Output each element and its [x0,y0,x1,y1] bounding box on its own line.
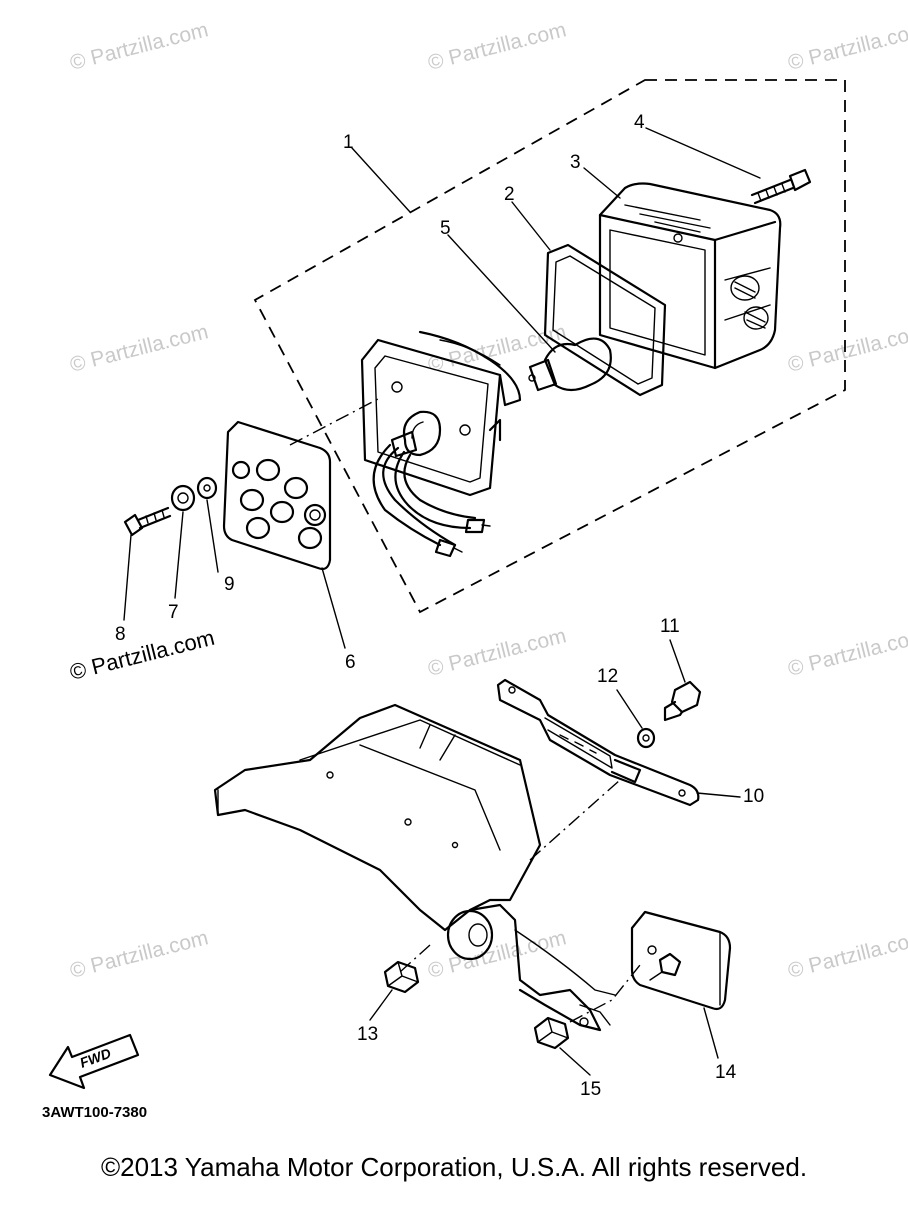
callout-15: 15 [580,1079,601,1100]
part-8-bolt [123,506,172,537]
fwd-arrow-icon: FWD [48,1033,140,1090]
part-6-cushion [222,397,381,571]
watermark: © Partzilla.com [426,320,569,377]
watermark: © Partzilla.com [426,624,569,681]
callout-12: 12 [597,666,618,687]
watermark: © Partzilla.com [786,624,908,681]
rear-fender-bracket [213,703,641,1032]
part-10-bracket [496,678,700,861]
callout-4: 4 [634,112,645,133]
watermark: © Partzilla.com [786,320,908,377]
part-15-nut [533,1016,589,1050]
callout-1: 1 [343,132,354,153]
watermark: © Partzilla.com [68,320,211,377]
callout-6: 6 [345,652,356,673]
watermark: © Partzilla.com [68,926,211,983]
part-13-nut [383,960,420,994]
watermark: © Partzilla.com [786,926,908,983]
callout-9: 9 [224,574,235,595]
callout-11: 11 [660,616,680,637]
part-11-bolt [663,680,702,722]
callout-5: 5 [440,218,451,239]
leader-lines [123,127,761,1076]
callout-10: 10 [743,786,764,807]
watermark: © Partzilla.com [68,18,211,75]
callout-14: 14 [715,1062,737,1083]
part-1-housing [360,330,522,558]
watermark: © Partzilla.com [426,18,569,75]
callout-8: 8 [115,624,126,645]
part-14-reflector [630,910,732,1011]
callout-3: 3 [570,152,581,173]
assembly-boundary [253,79,846,614]
watermark-primary: © Partzilla.com [67,625,217,685]
part-5-bulb [528,337,612,392]
copyright-footer: ©2013 Yamaha Motor Corporation, U.S.A. A… [100,1152,808,1182]
diagram-code: 3AWT100-7380 [42,1104,147,1121]
part-7-collar [170,484,196,512]
part-4-screw [750,168,812,205]
part-9-washer [196,476,218,500]
part-12-washer [636,727,656,749]
callouts: 1 2 3 4 5 6 7 8 9 10 11 12 13 14 15 [115,112,764,1100]
callout-2: 2 [504,184,515,205]
callout-7: 7 [168,602,179,623]
part-2-gasket [543,243,667,397]
callout-13: 13 [357,1024,378,1045]
watermark: © Partzilla.com [786,18,908,75]
part-3-lens [598,182,782,370]
